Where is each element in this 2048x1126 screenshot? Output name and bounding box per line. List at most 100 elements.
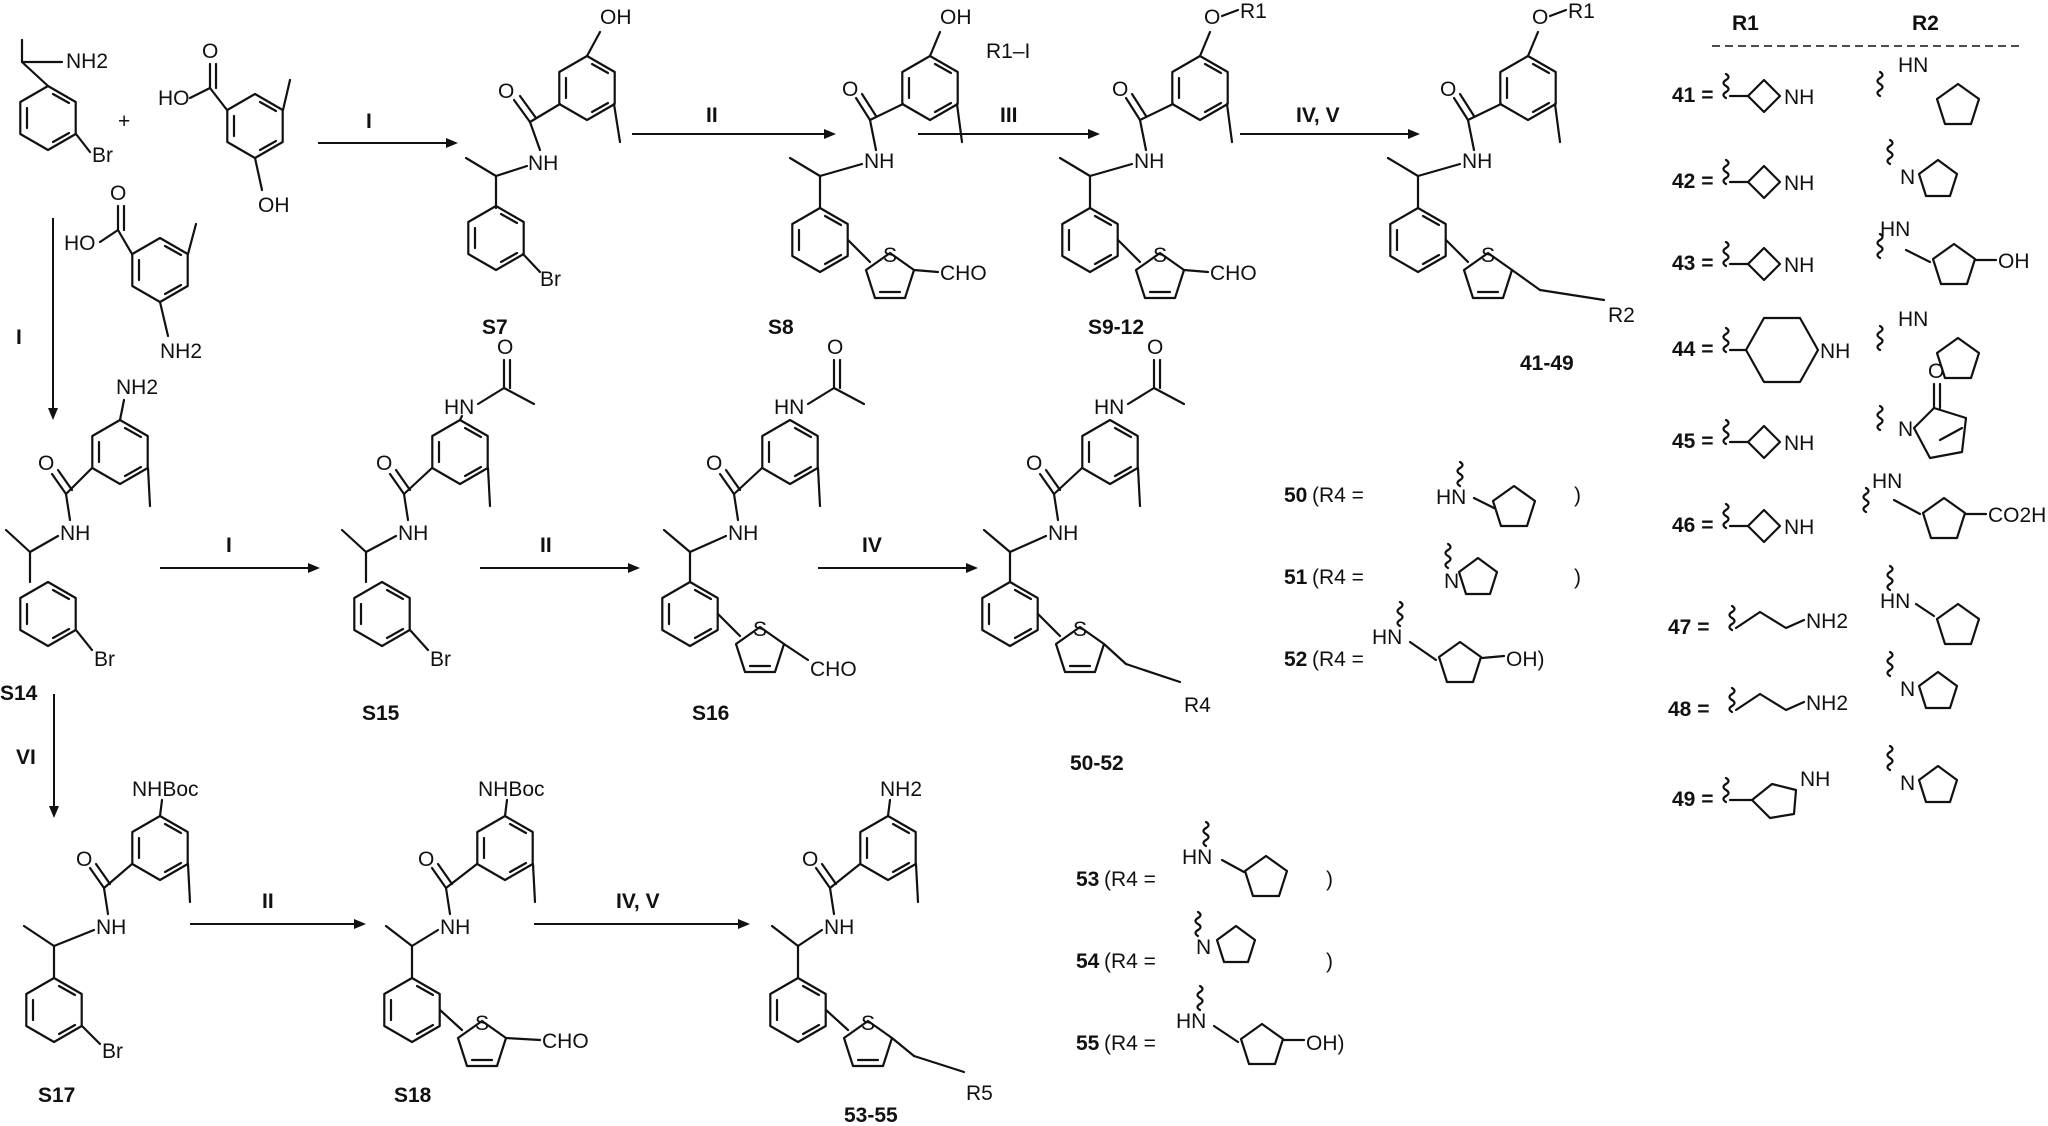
svg-text:O: O bbox=[1147, 336, 1163, 359]
compound-53-55: NH2 O NH S R5 53-55 bbox=[769, 778, 993, 1126]
svg-text:(R4 =: (R4 = bbox=[1104, 1032, 1156, 1055]
svg-text:N: N bbox=[1900, 166, 1915, 189]
svg-text:Br: Br bbox=[102, 1040, 123, 1063]
svg-text:HN: HN bbox=[1880, 218, 1910, 241]
svg-text:): ) bbox=[1326, 950, 1333, 973]
svg-text:O: O bbox=[418, 848, 434, 871]
svg-text:N: N bbox=[1898, 418, 1913, 441]
compound-S18: NHBoc O NH S CHO S18 bbox=[383, 778, 589, 1107]
svg-text:NH: NH bbox=[1784, 254, 1814, 277]
svg-text:50: 50 bbox=[1284, 484, 1307, 507]
svg-text:O: O bbox=[376, 452, 392, 475]
svg-text:HN: HN bbox=[774, 396, 804, 419]
svg-text:HN: HN bbox=[1182, 846, 1212, 869]
amino-methylbenzoic-acid: O HO NH2 bbox=[64, 182, 202, 363]
table-row: 43 = NH HN OH bbox=[1672, 218, 2030, 286]
arrow-IV: IV bbox=[818, 534, 978, 573]
svg-text:(R4 =: (R4 = bbox=[1312, 566, 1364, 589]
svg-text:S17: S17 bbox=[38, 1084, 75, 1107]
svg-text:III: III bbox=[1000, 104, 1018, 127]
svg-text:55: 55 bbox=[1076, 1032, 1100, 1055]
series-51: 51 (R4 = N ) bbox=[1284, 542, 1581, 596]
svg-text:R1: R1 bbox=[1568, 0, 1595, 23]
svg-text:II: II bbox=[540, 534, 552, 557]
svg-text:S15: S15 bbox=[362, 702, 400, 725]
svg-text:47 =: 47 = bbox=[1668, 616, 1709, 639]
svg-text:(R4 =: (R4 = bbox=[1104, 868, 1156, 891]
svg-text:OH: OH bbox=[1998, 250, 2030, 273]
svg-text:NH: NH bbox=[1784, 172, 1814, 195]
svg-text:S8: S8 bbox=[768, 316, 794, 339]
series-53: 53 (R4 = HN ) bbox=[1076, 820, 1333, 898]
svg-text:Br: Br bbox=[540, 268, 561, 291]
svg-text:N: N bbox=[1196, 936, 1211, 959]
svg-text:50-52: 50-52 bbox=[1070, 752, 1124, 775]
acid-ho: HO bbox=[158, 87, 190, 110]
svg-text:NH: NH bbox=[1462, 150, 1492, 173]
svg-text:48 =: 48 = bbox=[1668, 698, 1709, 721]
svg-text:O: O bbox=[1112, 78, 1128, 101]
svg-text:S18: S18 bbox=[394, 1084, 432, 1107]
svg-text:(R4 =: (R4 = bbox=[1104, 950, 1156, 973]
svg-text:OH): OH) bbox=[1306, 1032, 1345, 1055]
svg-text:41-49: 41-49 bbox=[1520, 352, 1574, 375]
svg-text:43 =: 43 = bbox=[1672, 252, 1713, 275]
table-header-r1: R1 bbox=[1732, 12, 1759, 35]
arrow-III: III bbox=[918, 104, 1100, 139]
table-header-r2: R2 bbox=[1912, 12, 1939, 35]
svg-text:44 =: 44 = bbox=[1672, 338, 1713, 361]
svg-text:VI: VI bbox=[16, 746, 36, 769]
svg-text:O: O bbox=[497, 336, 513, 359]
svg-text:): ) bbox=[1574, 566, 1581, 589]
svg-text:NH: NH bbox=[96, 916, 126, 939]
svg-text:HN: HN bbox=[444, 396, 474, 419]
svg-text:O: O bbox=[1928, 360, 1944, 383]
svg-text:(R4 =: (R4 = bbox=[1312, 648, 1364, 671]
svg-text:): ) bbox=[1574, 484, 1581, 507]
reagent-R1-I: R1–I bbox=[986, 40, 1030, 63]
svg-text:N: N bbox=[1900, 772, 1915, 795]
svg-text:HN: HN bbox=[1372, 626, 1402, 649]
svg-text:46 =: 46 = bbox=[1672, 514, 1713, 537]
svg-text:HN: HN bbox=[1872, 470, 1902, 493]
svg-text:52: 52 bbox=[1284, 648, 1307, 671]
svg-text:NH: NH bbox=[440, 916, 470, 939]
svg-text:S: S bbox=[1153, 244, 1167, 267]
svg-text:HO: HO bbox=[64, 232, 96, 255]
svg-text:S: S bbox=[861, 1012, 875, 1035]
svg-text:IV: IV bbox=[862, 534, 882, 557]
svg-text:CHO: CHO bbox=[542, 1030, 589, 1053]
table-row: 49 = NH N bbox=[1672, 744, 1959, 820]
svg-text:NH: NH bbox=[60, 522, 90, 545]
arrow-I-2: I bbox=[160, 534, 320, 573]
svg-text:S: S bbox=[475, 1012, 489, 1035]
svg-text:S: S bbox=[1073, 618, 1087, 641]
svg-text:OH: OH bbox=[600, 6, 632, 29]
svg-text:NH: NH bbox=[1784, 432, 1814, 455]
svg-text:OH): OH) bbox=[1506, 648, 1545, 671]
svg-text:O: O bbox=[1532, 6, 1548, 29]
svg-text:HN: HN bbox=[1898, 54, 1928, 77]
svg-text:R4: R4 bbox=[1184, 694, 1211, 717]
compound-label: S7 bbox=[482, 316, 508, 339]
svg-text:NH: NH bbox=[1134, 150, 1164, 173]
arrow-I-down: I bbox=[16, 218, 58, 420]
svg-text:Br: Br bbox=[430, 648, 451, 671]
svg-text:O: O bbox=[1440, 78, 1456, 101]
compound-S8: OH O NH S CHO S8 bbox=[768, 6, 987, 339]
compound-S17: NHBoc O NH Br S17 bbox=[22, 778, 199, 1107]
svg-text:R1: R1 bbox=[1240, 0, 1267, 23]
svg-text:NH: NH bbox=[1784, 516, 1814, 539]
arrow-IV-V-2: IV, V bbox=[534, 890, 750, 929]
table-row: 45 = NH N O bbox=[1672, 360, 1968, 460]
svg-text:O: O bbox=[802, 848, 818, 871]
svg-text:NH: NH bbox=[824, 916, 854, 939]
svg-text:HN: HN bbox=[1094, 396, 1124, 419]
carbonyl-o: O bbox=[202, 40, 218, 63]
series-50: 50 (R4 = HN ) bbox=[1284, 460, 1581, 528]
starting-amine-bromophenyl: NH2 Br bbox=[19, 38, 113, 167]
svg-text:NH: NH bbox=[864, 150, 894, 173]
svg-text:IV, V: IV, V bbox=[616, 890, 660, 913]
svg-text:HN: HN bbox=[1880, 590, 1910, 613]
table-row: 44 = NH HN bbox=[1672, 308, 1981, 384]
